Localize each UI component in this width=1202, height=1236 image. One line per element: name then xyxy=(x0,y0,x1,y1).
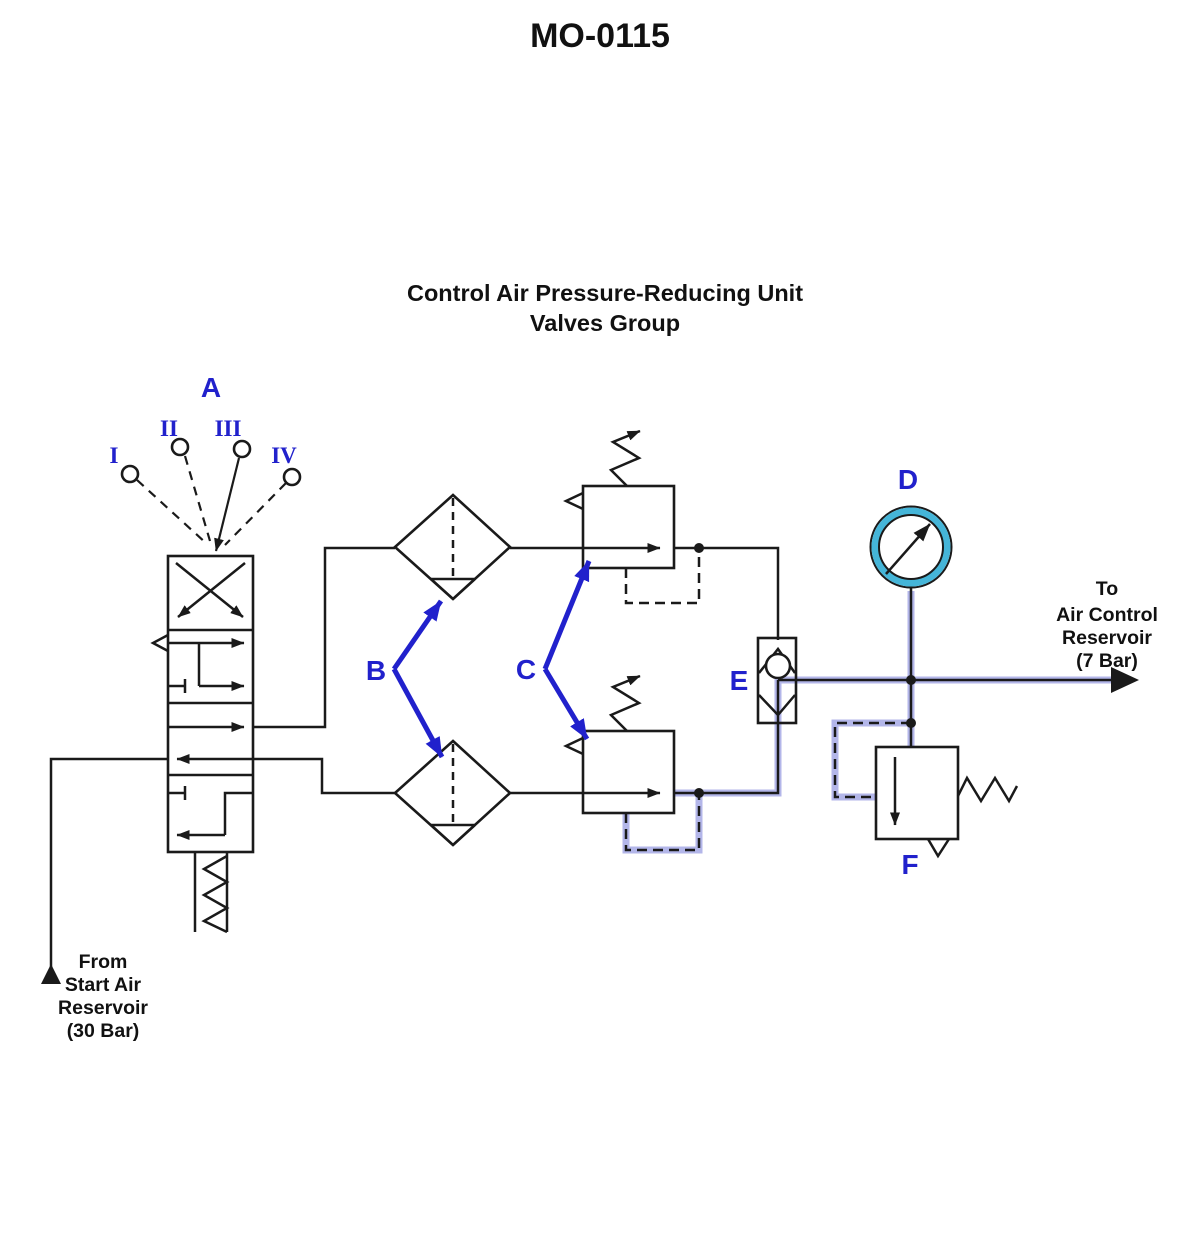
position-1-knob xyxy=(120,464,140,484)
label-a: A xyxy=(201,372,221,403)
label-f: F xyxy=(901,849,918,880)
gauge-needle xyxy=(885,523,931,575)
diagram-title-line1: Control Air Pressure-Reducing Unit xyxy=(407,280,803,306)
source-label-line3: Reservoir xyxy=(58,997,148,1019)
diagram-code: MO-0115 xyxy=(530,17,670,55)
filter-bottom-icon xyxy=(393,739,512,847)
source-label-line1: From xyxy=(79,951,128,973)
destination-label-line4: (7 Bar) xyxy=(1076,650,1138,672)
outlet-arrowhead xyxy=(1111,667,1139,693)
adjustable-spring-icon xyxy=(608,429,642,487)
position-selector-icon xyxy=(120,437,302,552)
label-d: D xyxy=(898,464,918,495)
callout-arrows xyxy=(391,560,592,759)
diagram-title-line2: Valves Group xyxy=(530,310,680,336)
junction-dots xyxy=(694,543,916,798)
position-4-knob xyxy=(282,467,302,487)
position-label-4: IV xyxy=(271,443,297,468)
pilot-lines xyxy=(624,548,911,852)
position-label-2: II xyxy=(160,416,178,441)
supply-line xyxy=(41,757,168,984)
spring-icon xyxy=(956,775,1019,804)
reducing-valve-top-icon xyxy=(563,429,676,570)
filter-top-icon xyxy=(393,493,512,601)
destination-label-line1: To xyxy=(1096,578,1118,600)
position-label-3: III xyxy=(215,416,242,441)
reducing-valve-bottom-icon xyxy=(563,674,676,815)
relief-valve-icon xyxy=(874,745,1019,859)
label-e: E xyxy=(730,665,749,696)
pipes xyxy=(253,546,1139,795)
pressure-gauge-icon xyxy=(869,505,953,589)
exhaust-triangle xyxy=(150,633,169,653)
destination-label-line2: Air Control xyxy=(1056,604,1158,626)
spring-return-icon xyxy=(193,852,230,934)
adjustable-spring-icon xyxy=(608,674,642,732)
selector-valve-a-icon xyxy=(150,554,255,934)
supply-port-triangle xyxy=(41,964,61,984)
vent-triangle xyxy=(563,736,584,756)
position-2-knob xyxy=(170,437,190,457)
position-3-knob xyxy=(232,439,252,459)
vent-triangle xyxy=(563,491,584,511)
source-label-line2: Start Air xyxy=(65,974,142,996)
vent-triangle xyxy=(926,838,951,859)
double-check-valve-icon xyxy=(756,636,798,725)
position-label-1: I xyxy=(110,443,119,468)
destination-label-line3: Reservoir xyxy=(1062,627,1152,649)
label-b: B xyxy=(366,655,386,686)
source-label-line4: (30 Bar) xyxy=(67,1020,140,1042)
label-c: C xyxy=(516,654,536,685)
